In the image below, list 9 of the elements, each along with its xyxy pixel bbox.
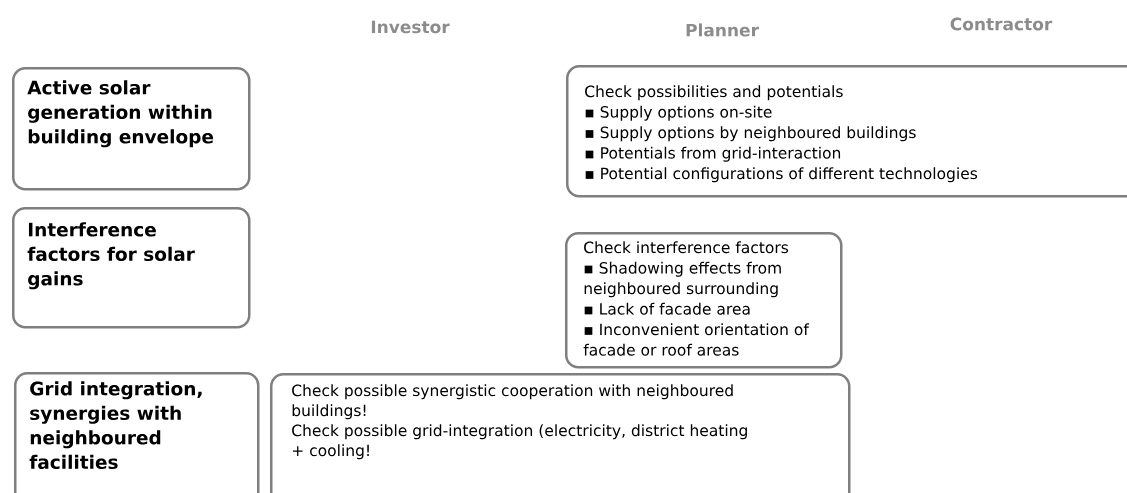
checklist-box: Check interference factors ▪ Shadowing effects from neighboured surrounding ▪ Lack of facade area ▪ Inconvenient orientation of facade or roof areas bbox=[565, 232, 843, 369]
column-header: Planner bbox=[686, 23, 759, 37]
column-header: Investor bbox=[371, 20, 450, 34]
category-box: Interference factors for solar gains bbox=[12, 207, 251, 329]
category-box: Grid integration, synergies with neighboured facilities bbox=[14, 372, 260, 493]
checklist-box: Check possible synergistic cooperation with neighboured buildings! Check possible grid-integration (electricity, district heating + cooling! bbox=[270, 373, 851, 493]
column-header: Contractor bbox=[950, 17, 1053, 31]
category-box: Active solar generation within building envelope bbox=[12, 67, 251, 191]
checklist-box: Check possibilities and potentials ▪ Supply options on-site ▪ Supply options by neighboured buildings ▪ Potentials from grid-interaction ▪ Potential configurations of different technologies bbox=[566, 65, 1127, 198]
